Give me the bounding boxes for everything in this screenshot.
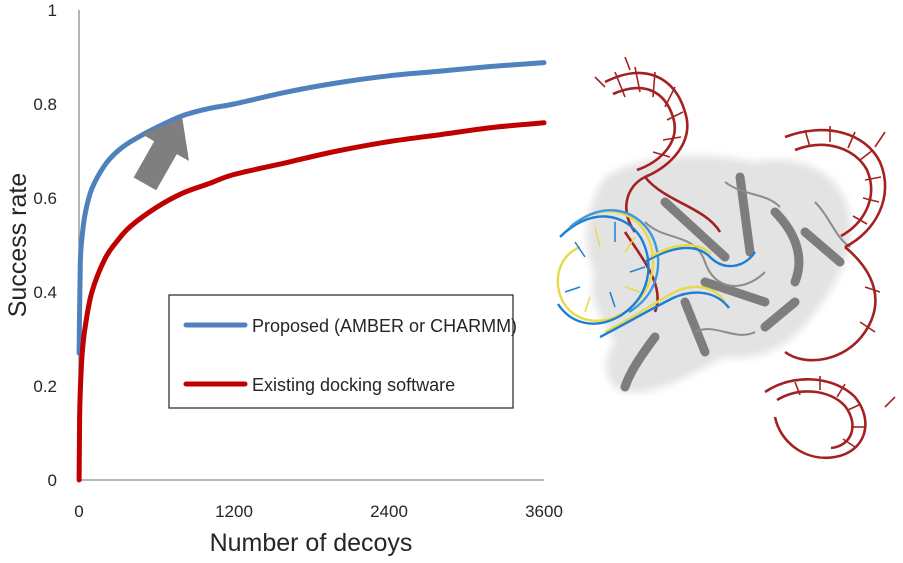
y-tick-label: 1 xyxy=(48,1,57,20)
x-tick-label: 0 xyxy=(74,502,83,521)
x-axis-label: Number of decoys xyxy=(210,529,413,557)
x-tick-label: 1200 xyxy=(215,502,253,521)
y-tick-label: 0.2 xyxy=(33,377,57,396)
legend-label-proposed: Proposed (AMBER or CHARMM) xyxy=(252,316,517,336)
x-tick-label: 2400 xyxy=(370,502,408,521)
legend-box xyxy=(168,294,514,409)
x-tick-label: 3600 xyxy=(525,502,563,521)
axes xyxy=(78,10,544,481)
rna-reference-basepairs xyxy=(594,56,896,448)
tick-labels: 0 0.2 0.4 0.6 0.8 1 0 1200 2400 3600 xyxy=(33,1,563,521)
legend: Proposed (AMBER or CHARMM) Existing dock… xyxy=(168,294,517,409)
protein-loops xyxy=(644,181,851,336)
rna-protein-complex-image xyxy=(556,56,896,460)
protein-helices xyxy=(620,172,845,392)
improvement-arrow xyxy=(133,118,189,191)
y-axis-label: Success rate xyxy=(4,173,32,318)
y-tick-label: 0.8 xyxy=(33,95,57,114)
legend-label-existing: Existing docking software xyxy=(252,375,455,395)
rna-predicted-poses xyxy=(556,209,756,339)
series-line-proposed xyxy=(76,60,547,356)
series-layer xyxy=(76,60,547,483)
y-tick-label: 0.6 xyxy=(33,189,57,208)
y-tick-label: 0 xyxy=(48,471,57,490)
rna-predicted-basepairs xyxy=(564,222,646,313)
series-line-existing xyxy=(76,120,547,483)
protein-surface xyxy=(586,155,851,393)
annotation-layer xyxy=(133,118,189,191)
y-tick-label: 0.4 xyxy=(33,283,57,302)
